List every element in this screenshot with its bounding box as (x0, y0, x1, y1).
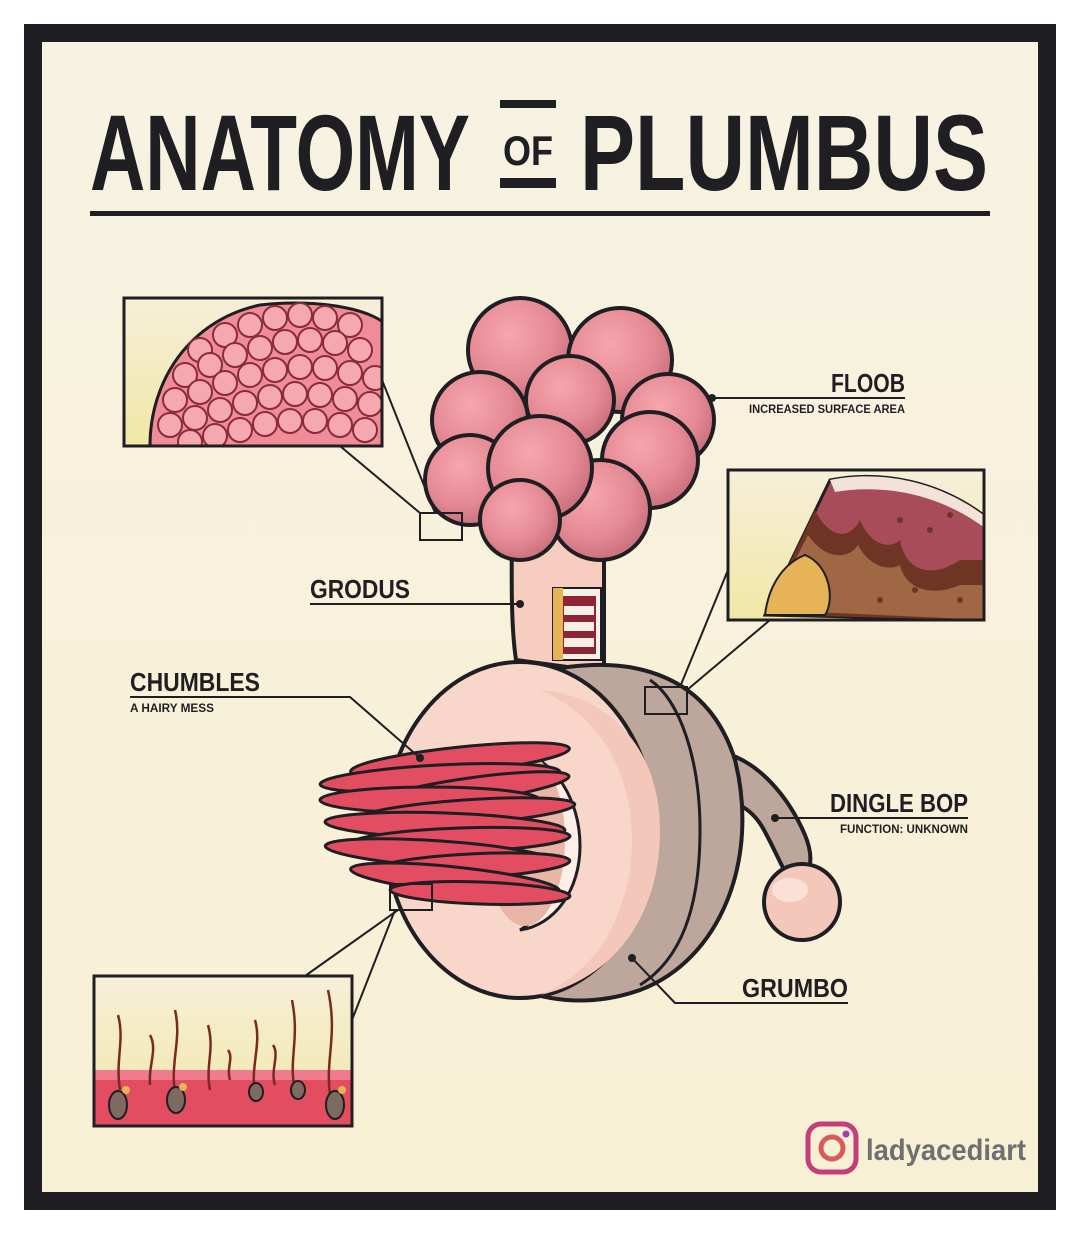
title-of: OF (503, 127, 553, 174)
cross-section-slice (762, 474, 984, 620)
label-chumbles: CHUMBLES (130, 667, 260, 697)
label-floob: FLOOB (831, 368, 905, 398)
title-plumbus: PLUMBUS (580, 92, 988, 213)
title-underline (90, 211, 990, 216)
label-grumbo: GRUMBO (742, 973, 848, 1003)
title-of-bar-top (500, 100, 556, 108)
instagram-icon (805, 1121, 859, 1175)
credit: ladyacediart (805, 1121, 1026, 1175)
hair-follicles (94, 989, 352, 1126)
chumbles (318, 741, 577, 906)
plumbus-illustration (318, 296, 842, 1003)
floob-inset (122, 296, 384, 448)
label-dingle-bop: DINGLE BOP (830, 788, 968, 818)
grumbo-cross-section-inset (726, 468, 986, 622)
chumbles-hair-inset (92, 974, 354, 1128)
label-chumbles-note: A HAIRY MESS (130, 701, 214, 715)
floob (423, 296, 716, 562)
poster-title: ANATOMY OF PLUMBUS (90, 92, 988, 213)
callout-lines (130, 379, 968, 1021)
credit-handle: ladyacediart (866, 1134, 1026, 1167)
label-grodus: GRODUS (310, 574, 410, 604)
title-of-bar-bottom (500, 178, 556, 188)
floob-inset-texture (148, 301, 382, 446)
callout-dots (416, 394, 779, 962)
label-dingle-bop-note: FUNCTION: UNKNOWN (840, 822, 968, 836)
title-anatomy: ANATOMY (90, 92, 470, 213)
label-floob-note: INCREASED SURFACE AREA (749, 402, 905, 416)
